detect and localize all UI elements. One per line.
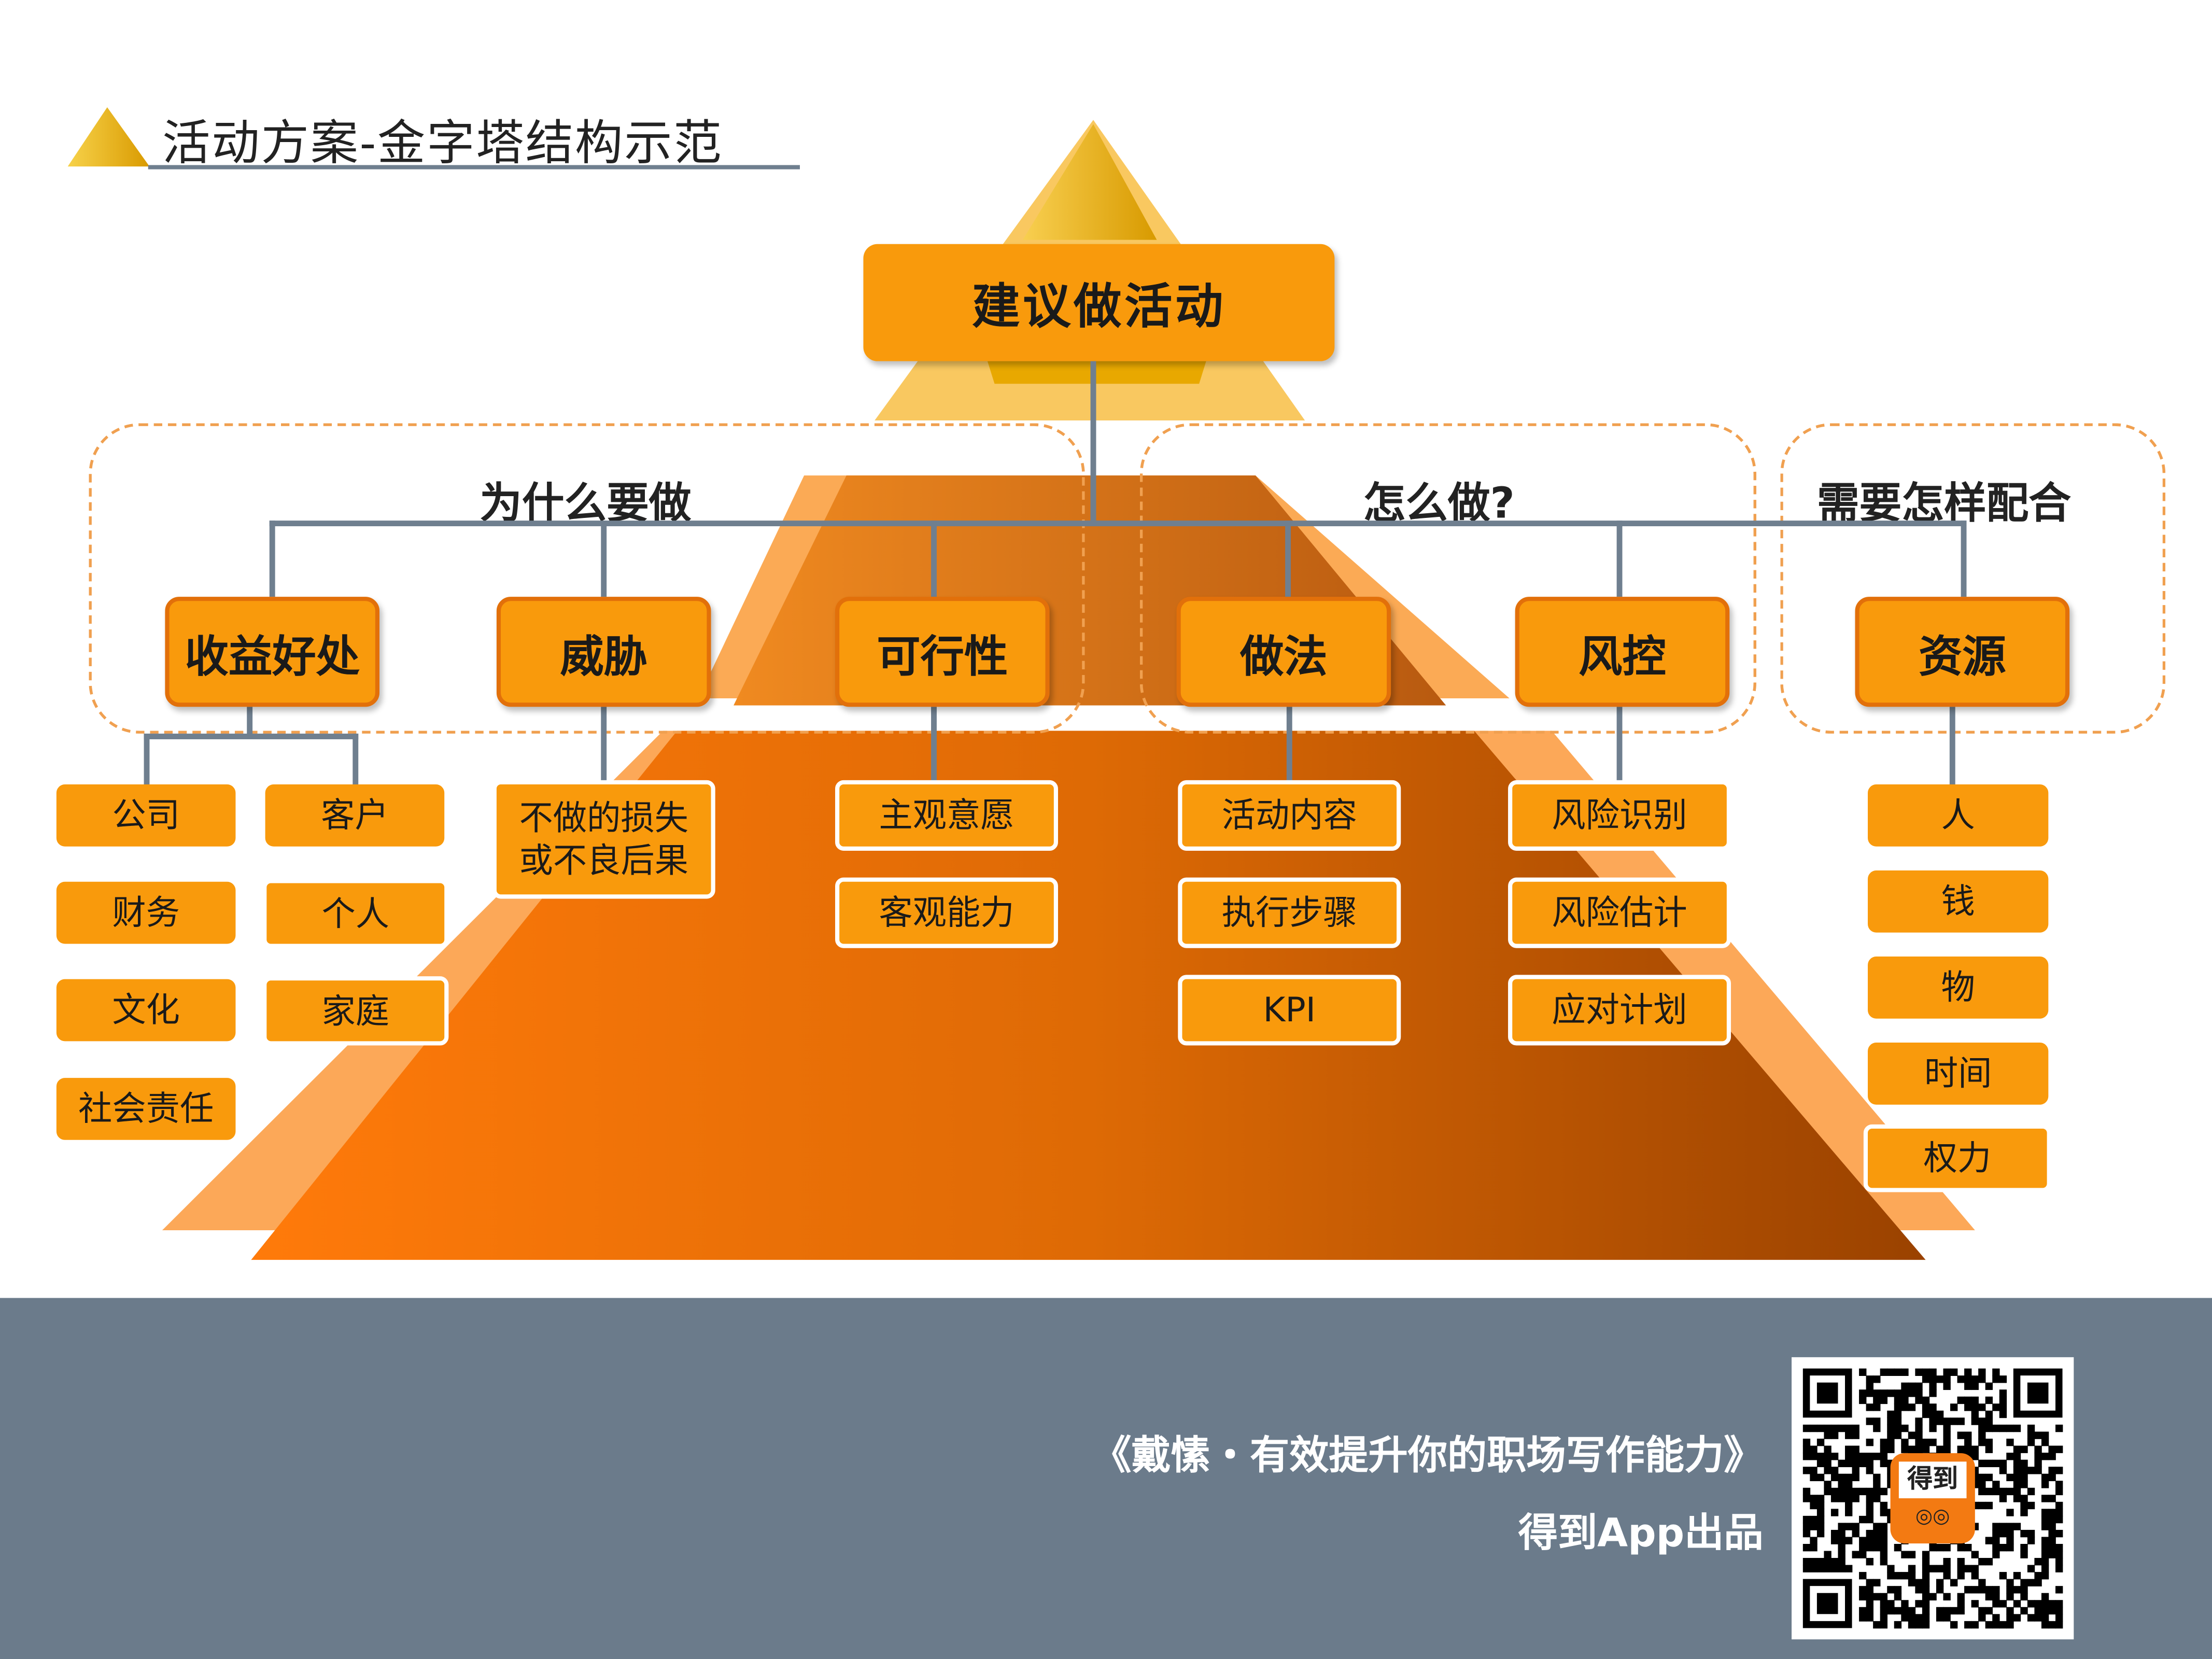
leaf-ability: 客观能力	[835, 877, 1058, 948]
leaf-risk-id: 风险识别	[1508, 780, 1731, 851]
leaf-content: 活动内容	[1178, 780, 1401, 851]
leaf-risk-est: 风险估计	[1508, 877, 1731, 948]
leaf-social: 社会责任	[56, 1078, 236, 1140]
node-method: 做法	[1176, 597, 1391, 707]
leaf-threat: 不做的损失 或不良后果	[492, 780, 715, 899]
title-underline	[148, 165, 800, 170]
page-title: 活动方案-金字塔结构示范	[162, 116, 723, 172]
threat-line-1: 不做的损失	[519, 798, 688, 838]
leaf-people: 人	[1868, 784, 2049, 847]
leaf-willingness: 主观意愿	[835, 780, 1058, 851]
leaf-customer: 客户	[265, 784, 445, 847]
leaf-kpi: KPI	[1178, 975, 1401, 1046]
leaf-finance: 财务	[56, 881, 236, 944]
group-why	[89, 423, 1085, 734]
logo-text: 得到	[1898, 1461, 1967, 1499]
leaf-company: 公司	[56, 784, 236, 847]
course-title: 《戴愫・有效提升你的职场写作能力》	[1092, 1432, 1764, 1479]
leaf-steps: 执行步骤	[1178, 877, 1401, 948]
root-node: 建议做活动	[863, 244, 1335, 361]
group-support	[1780, 423, 2166, 734]
dedao-logo: 得到 ◎◎	[1890, 1453, 1975, 1544]
triangle-icon	[67, 107, 150, 167]
node-threat: 威胁	[496, 597, 711, 707]
publisher: 得到App出品	[1518, 1509, 1764, 1556]
threat-line-2: 或不良后果	[519, 840, 688, 881]
group-how	[1139, 423, 1757, 734]
node-resources: 资源	[1855, 597, 2070, 707]
node-risk: 风控	[1515, 597, 1730, 707]
leaf-family: 家庭	[262, 976, 449, 1046]
leaf-material: 物	[1868, 957, 2049, 1019]
leaf-culture: 文化	[56, 979, 236, 1042]
leaf-authority: 权力	[1863, 1124, 2051, 1192]
node-feasibility: 可行性	[835, 597, 1050, 707]
leaf-time: 时间	[1868, 1043, 2049, 1105]
leaf-plan: 应对计划	[1508, 975, 1731, 1046]
node-benefits: 收益好处	[165, 597, 380, 707]
leaf-personal: 个人	[262, 879, 449, 948]
qr-code-pattern	[1802, 1368, 2063, 1629]
owl-icon: ◎◎	[1915, 1505, 1950, 1528]
leaf-money: 钱	[1868, 870, 2049, 933]
qr-code[interactable]: 得到 ◎◎	[1792, 1357, 2074, 1640]
